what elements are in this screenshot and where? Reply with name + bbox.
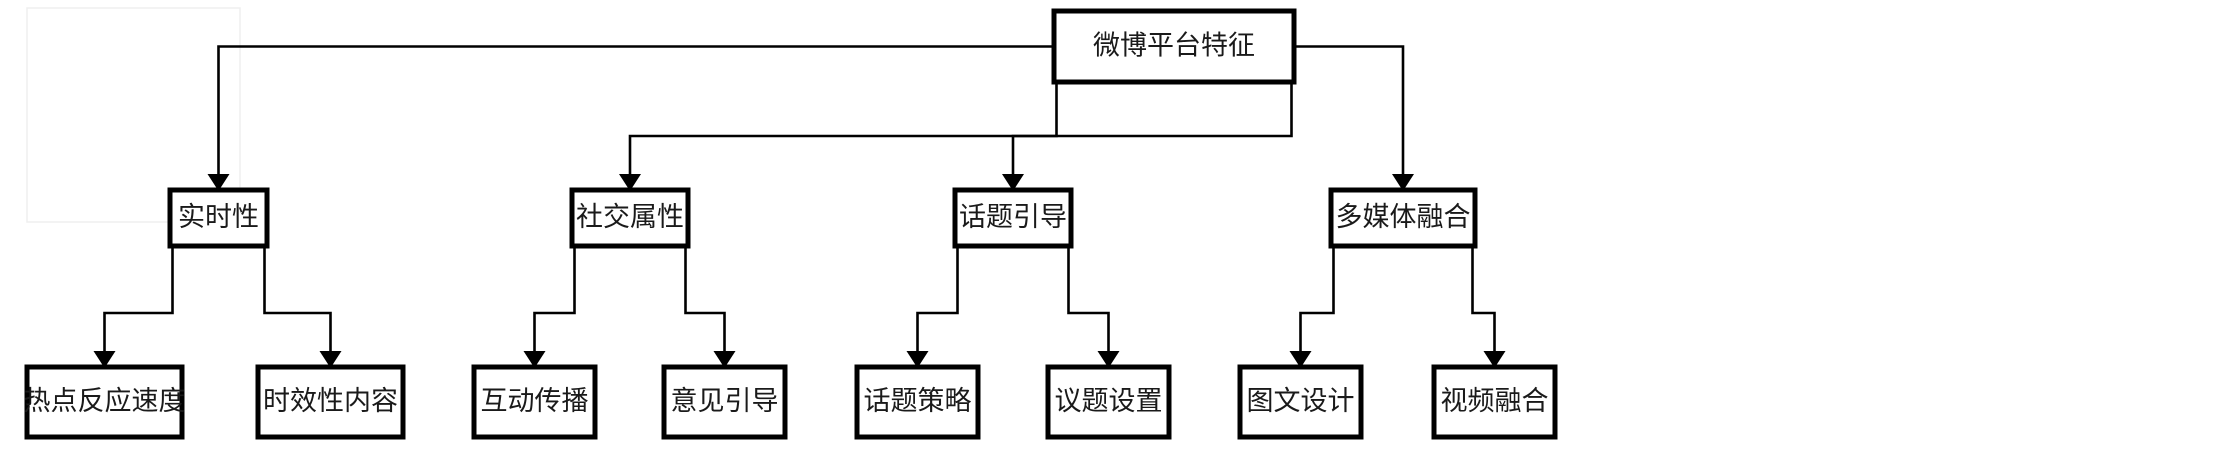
node-leaf-hudongchuanbo-label: 互动传播 bbox=[481, 386, 589, 416]
edge-branch-3-to-leaf-1 bbox=[916, 246, 959, 365]
node-branch-3-label: 话题引导 bbox=[959, 202, 1067, 232]
node-leaf-hudongchuanbo[interactable]: 互动传播 bbox=[471, 364, 598, 440]
node-leaf-yijianyindao[interactable]: 意见引导 bbox=[661, 364, 788, 440]
node-leaf-shipinronghe-label: 视频融合 bbox=[1441, 386, 1549, 416]
edge-root-to-branch-4 bbox=[1294, 45, 1405, 188]
node-root-label: 微博平台特征 bbox=[1093, 31, 1255, 61]
node-branch-4[interactable]: 多媒体融合 bbox=[1328, 187, 1478, 249]
node-branch-4-outline bbox=[1328, 187, 1478, 249]
edge-root-to-branch-3 bbox=[1011, 82, 1293, 188]
arrowhead-leaf-4 bbox=[713, 351, 736, 368]
edge-branch-3-to-leaf-2 bbox=[1067, 246, 1110, 365]
node-branch-3-outline bbox=[952, 187, 1074, 249]
node-leaf-yitishezhi-label: 议题设置 bbox=[1055, 386, 1163, 416]
node-leaf-shipinronghe[interactable]: 视频融合 bbox=[1431, 364, 1558, 440]
edge-branch-4-to-leaf-1 bbox=[1299, 246, 1335, 365]
node-leaf-huaticelue-label: 话题策略 bbox=[864, 386, 972, 416]
node-leaf-redianfanyingsudu[interactable]: 热点反应速度 bbox=[24, 364, 186, 440]
node-branch-1-outline bbox=[167, 187, 270, 249]
node-leaf-hudongchuanbo-outline bbox=[471, 364, 598, 440]
background-frame-artifact bbox=[26, 7, 241, 223]
node-leaf-shixiaoxingneirong-outline bbox=[255, 364, 406, 440]
node-branch-2-label: 社交属性 bbox=[576, 202, 684, 232]
node-leaf-yijianyindao-label: 意见引导 bbox=[671, 386, 779, 416]
node-leaf-yijianyindao-outline bbox=[661, 364, 788, 440]
node-leaf-tuwensheji-outline bbox=[1237, 364, 1364, 440]
arrowhead-leaf-1 bbox=[93, 351, 116, 368]
node-leaf-yitishezhi[interactable]: 议题设置 bbox=[1045, 364, 1172, 440]
edge-root-to-branch-2 bbox=[628, 82, 1058, 188]
edge-branch-2-to-leaf-1 bbox=[533, 246, 576, 365]
node-leaf-redianfanyingsudu-outline bbox=[24, 364, 185, 440]
arrowhead-branch-4 bbox=[1392, 174, 1414, 191]
arrowhead-leaf-5 bbox=[906, 351, 929, 368]
node-branch-2-outline bbox=[569, 187, 691, 249]
edge-root-to-branch-1 bbox=[217, 45, 1054, 188]
node-leaf-shixiaoxingneirong[interactable]: 时效性内容 bbox=[255, 364, 406, 440]
background-frame-artifact bbox=[26, 7, 241, 223]
node-branch-1[interactable]: 实时性 bbox=[167, 187, 270, 249]
node-leaf-redianfanyingsudu-label: 热点反应速度 bbox=[24, 386, 186, 416]
arrowhead-branch-3 bbox=[1002, 174, 1024, 191]
node-leaf-yitishezhi-outline bbox=[1045, 364, 1172, 440]
node-branch-1-label: 实时性 bbox=[178, 202, 259, 232]
arrowhead-leaf-8 bbox=[1483, 351, 1506, 368]
node-leaf-tuwensheji[interactable]: 图文设计 bbox=[1237, 364, 1364, 440]
node-leaf-shipinronghe-outline bbox=[1431, 364, 1558, 440]
node-root-outline bbox=[1051, 8, 1297, 85]
node-branch-4-label: 多媒体融合 bbox=[1336, 202, 1471, 232]
node-branch-3[interactable]: 话题引导 bbox=[952, 187, 1074, 249]
node-root[interactable]: 微博平台特征 bbox=[1051, 8, 1297, 85]
edge-branch-2-to-leaf-2 bbox=[684, 246, 726, 365]
arrowhead-branch-2 bbox=[619, 174, 641, 191]
edge-branch-1-to-leaf-2 bbox=[263, 246, 332, 365]
arrowhead-leaf-7 bbox=[1289, 351, 1312, 368]
node-branch-2[interactable]: 社交属性 bbox=[569, 187, 691, 249]
node-leaf-huaticelue[interactable]: 话题策略 bbox=[854, 364, 981, 440]
node-leaf-shixiaoxingneirong-label: 时效性内容 bbox=[263, 386, 398, 416]
connector-layer bbox=[93, 45, 1506, 368]
arrowhead-leaf-3 bbox=[523, 351, 546, 368]
arrowhead-leaf-6 bbox=[1097, 351, 1120, 368]
node-leaf-tuwensheji-label: 图文设计 bbox=[1247, 386, 1355, 416]
edge-branch-4-to-leaf-2 bbox=[1471, 246, 1496, 365]
arrowhead-branch-1 bbox=[207, 174, 230, 191]
node-leaf-huaticelue-outline bbox=[854, 364, 981, 440]
edge-branch-1-to-leaf-1 bbox=[103, 246, 174, 365]
arrowhead-leaf-2 bbox=[319, 351, 342, 368]
